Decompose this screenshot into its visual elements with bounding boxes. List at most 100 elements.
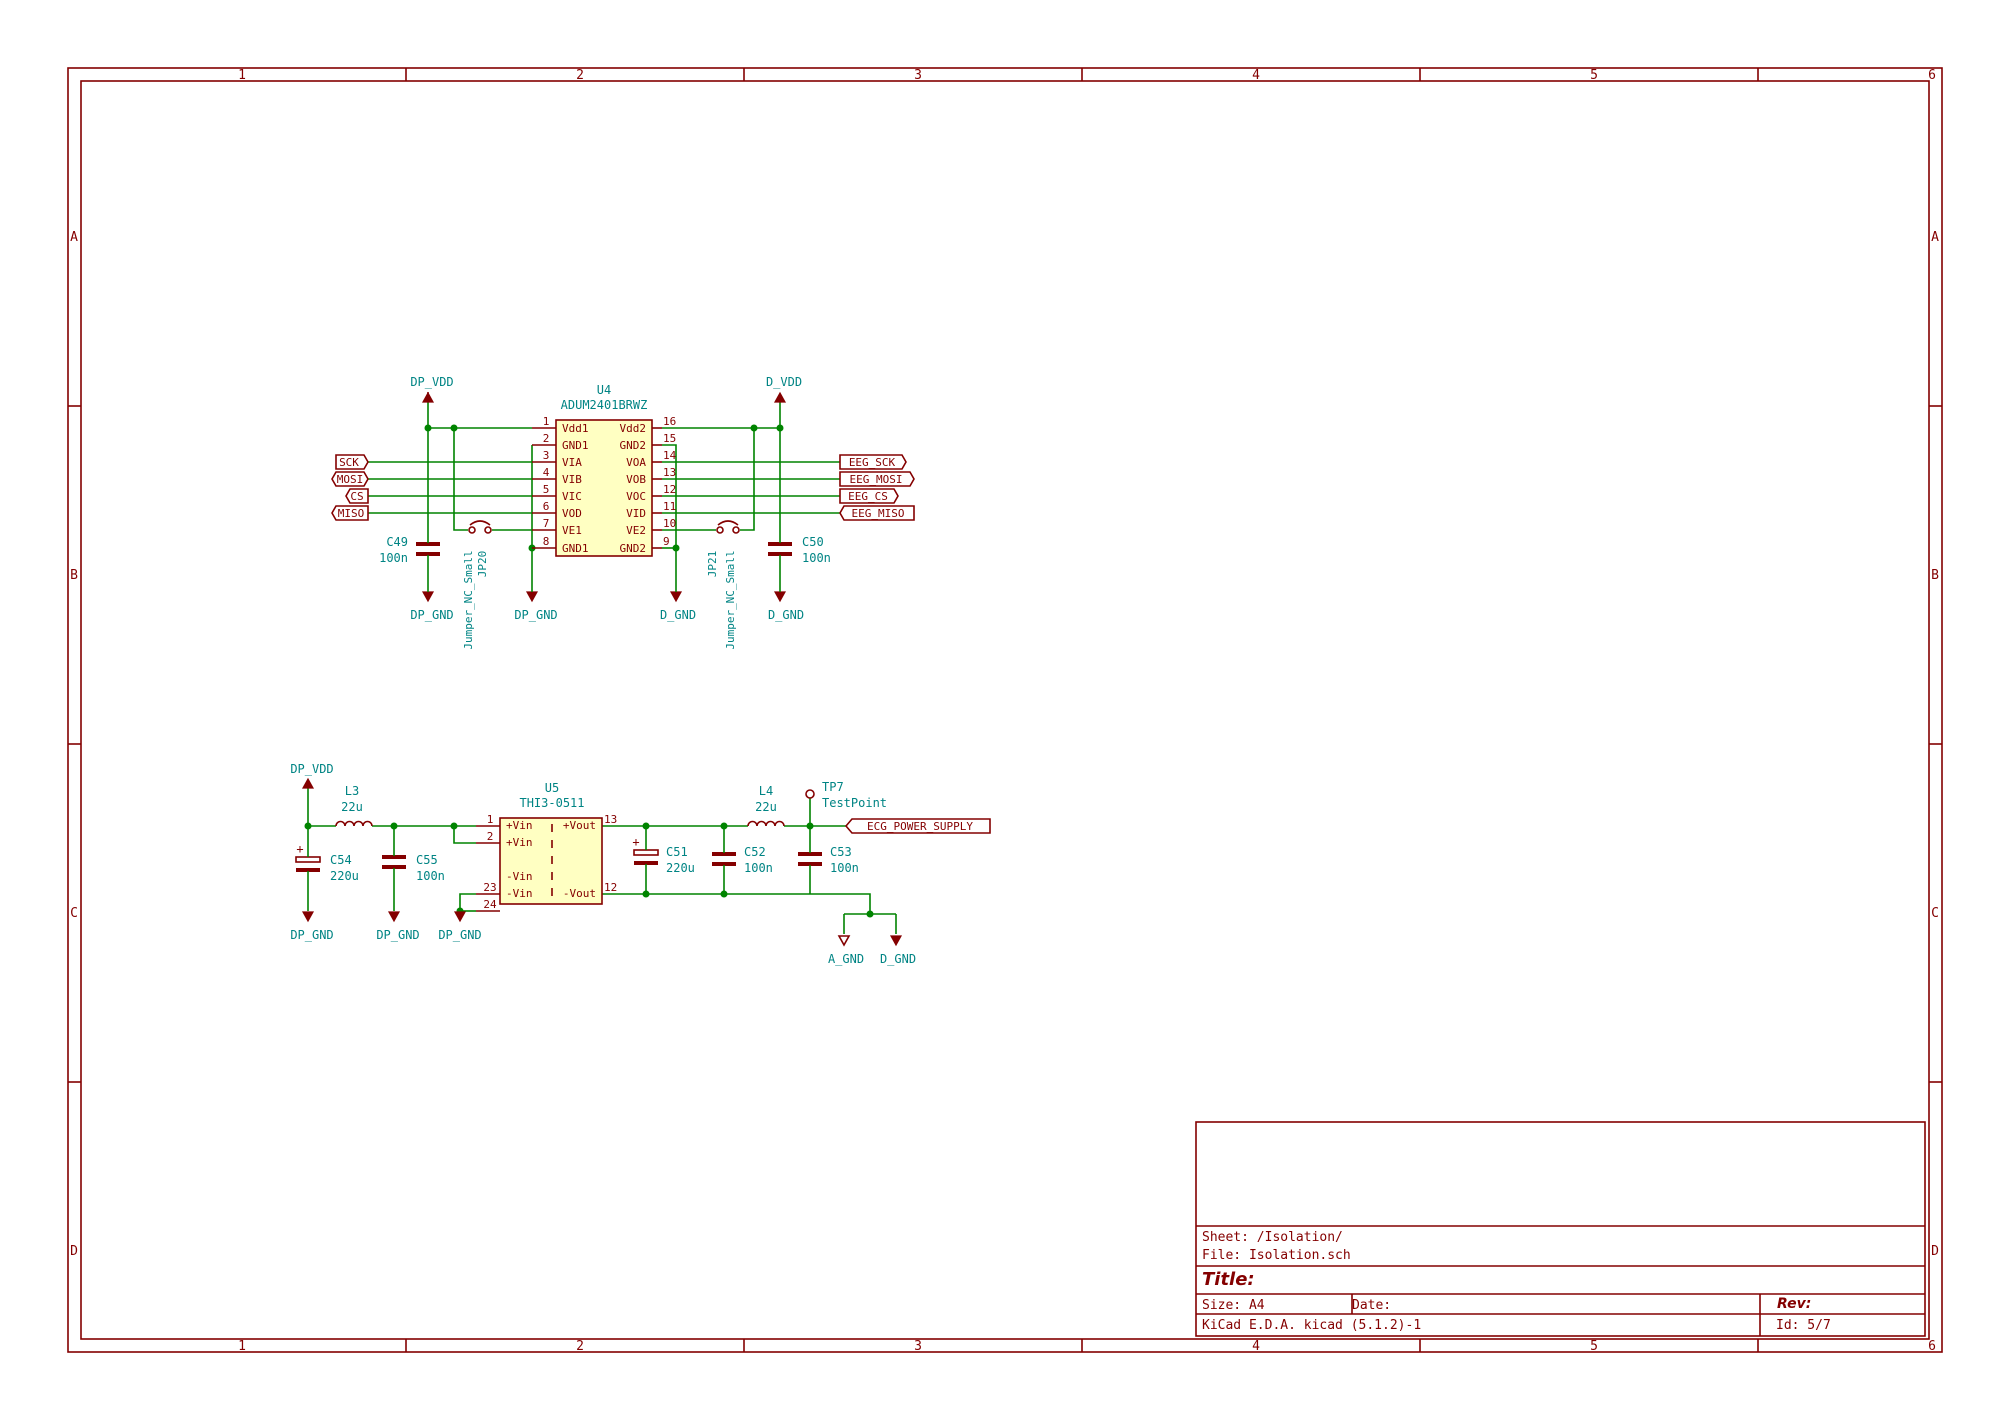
u4-pin-num: 15 <box>663 432 676 445</box>
u4-pin-num: 6 <box>543 500 550 513</box>
capacitor-c52: C52 100n <box>712 845 773 876</box>
c49-ref: C49 <box>386 535 408 549</box>
u4-pin-name: VOC <box>626 490 646 503</box>
col-label: 4 <box>1252 1339 1260 1354</box>
net-label: MISO <box>338 507 365 520</box>
jp21-value: Jumper_NC_Small <box>724 550 737 649</box>
c55-ref: C55 <box>416 853 438 867</box>
u4-pin-name: VOB <box>626 473 646 486</box>
testpoint-tp7: TP7 TestPoint <box>805 780 887 810</box>
column-labels: 1 2 3 4 5 6 1 2 3 4 5 6 <box>238 68 1936 1354</box>
dp-gnd-symbol: DP_GND <box>438 911 482 942</box>
capacitor-c54: + C54 220u <box>295 842 359 883</box>
row-label: A <box>70 230 78 245</box>
u4-pin-name: GND2 <box>620 439 647 452</box>
row-label: C <box>1931 906 1939 921</box>
capacitor-c50: C50 100n <box>768 532 831 565</box>
plus-sign: + <box>632 835 639 849</box>
u4-pin-num: 11 <box>663 500 676 513</box>
title-block-id: Id: 5/7 <box>1776 1318 1831 1333</box>
u5-pin-num: 24 <box>483 898 497 911</box>
dp-vdd-label: DP_VDD <box>410 375 453 389</box>
u4-value: ADUM2401BRWZ <box>561 398 648 412</box>
capacitor-c55: C55 100n <box>382 846 445 883</box>
c52-value: 100n <box>744 861 773 875</box>
u5-pin-name: -Vin <box>506 887 533 900</box>
d-gnd-label: D_GND <box>660 608 696 622</box>
u5-pin-name: +Vin <box>506 819 533 832</box>
u4-pin-name: GND1 <box>562 542 589 555</box>
l4-ref: L4 <box>759 784 773 798</box>
row-label: D <box>1931 1244 1939 1259</box>
net-label: EEG_SCK <box>849 456 896 469</box>
hier-label-mosi: MOSI <box>331 471 369 487</box>
u5-pin-num: 2 <box>487 830 494 843</box>
capacitor-c53: C53 100n <box>798 845 859 876</box>
u5-value: THI3-0511 <box>519 796 584 810</box>
hier-label-eeg-cs: EEG_CS <box>839 488 899 504</box>
u4-pin-name: VID <box>626 507 646 520</box>
title-block: Sheet: /Isolation/ File: Isolation.sch T… <box>1195 1121 1926 1337</box>
row-label: C <box>70 906 78 921</box>
row-label: D <box>70 1244 78 1259</box>
u4-pin-num: 10 <box>663 517 676 530</box>
row-label: B <box>1931 568 1939 583</box>
u5-pin-name: +Vout <box>563 819 596 832</box>
row-label: A <box>1931 230 1939 245</box>
net-label: MOSI <box>337 473 364 486</box>
u4-pin-num: 1 <box>543 415 550 428</box>
row-label: B <box>70 568 78 583</box>
col-label: 5 <box>1590 68 1598 83</box>
hier-label-miso: MISO <box>331 505 369 521</box>
net-label: EEG_MOSI <box>850 473 903 486</box>
u4-pin-name: VE2 <box>626 524 646 537</box>
net-label: SCK <box>339 456 359 469</box>
net-label: EEG_MISO <box>852 507 905 520</box>
c53-ref: C53 <box>830 845 852 859</box>
net-label: EEG_CS <box>848 490 888 503</box>
hier-label-sck: SCK <box>335 454 369 470</box>
tp7-value: TestPoint <box>822 796 887 810</box>
hier-label-ecg-power-supply: ECG_POWER_SUPPLY <box>844 818 991 834</box>
l3-value: 22u <box>341 800 363 814</box>
title-block-title: Title: <box>1202 1269 1255 1290</box>
col-label: 6 <box>1928 68 1936 83</box>
col-label: 2 <box>576 68 584 83</box>
title-block-sheet: Sheet: /Isolation/ <box>1202 1230 1343 1245</box>
capacitor-c49: C49 100n <box>379 532 440 565</box>
d-vdd-label: D_VDD <box>766 375 802 389</box>
dp-vdd-symbol-psu: DP_VDD <box>290 762 334 789</box>
dp-vdd-label: DP_VDD <box>290 762 333 776</box>
u5-pin-num: 13 <box>604 813 617 826</box>
d-gnd-symbol: D_GND <box>660 591 696 622</box>
c49-value: 100n <box>379 551 408 565</box>
a-gnd-symbol: A_GND <box>828 935 864 966</box>
hier-label-cs: CS <box>345 488 369 504</box>
u4-pin-num: 4 <box>543 466 550 479</box>
dp-gnd-label: DP_GND <box>410 608 453 622</box>
u4-pin-name: GND2 <box>620 542 647 555</box>
u4-pin-name: Vdd2 <box>620 422 647 435</box>
u5-pin-num: 12 <box>604 881 617 894</box>
net-label: CS <box>350 490 363 503</box>
c55-value: 100n <box>416 869 445 883</box>
u5-pin-num: 1 <box>487 813 494 826</box>
a-gnd-label: A_GND <box>828 952 864 966</box>
jp21-ref: JP21 <box>706 551 719 578</box>
u4-pin-name: VIC <box>562 490 582 503</box>
c51-ref: C51 <box>666 845 688 859</box>
dp-gnd-label: DP_GND <box>376 928 419 942</box>
u4-pin-num: 2 <box>543 432 550 445</box>
u4-section: U4 ADUM2401BRWZ 1 2 3 4 5 6 7 8 Vdd1 GND… <box>331 375 915 650</box>
c54-value: 220u <box>330 869 359 883</box>
col-label: 4 <box>1252 68 1260 83</box>
d-vdd-symbol-u4: D_VDD <box>766 375 802 403</box>
u4-pin-name: VOD <box>562 507 582 520</box>
dp-gnd-label: DP_GND <box>290 928 333 942</box>
title-block-size: Size: A4 <box>1202 1298 1265 1313</box>
u5-section: U5 THI3-0511 1 2 23 24 +Vin +Vin -Vin -V… <box>290 762 991 966</box>
u4-pin-num: 12 <box>663 483 676 496</box>
dp-gnd-symbol: DP_GND <box>410 591 454 622</box>
hier-label-eeg-sck: EEG_SCK <box>839 454 907 470</box>
